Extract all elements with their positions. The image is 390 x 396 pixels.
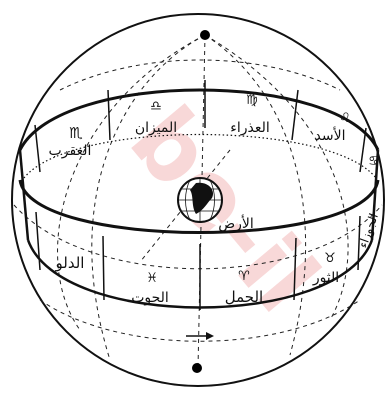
- sign-name-scorpio: العقرب: [49, 143, 92, 159]
- sign-symbol-leo: ♌: [339, 111, 351, 126]
- earth-globe: [178, 178, 222, 222]
- sign-symbol-virgo: ♍: [246, 93, 258, 108]
- direction-arrow: [186, 332, 214, 340]
- sign-symbol-pisces: ♓: [146, 271, 158, 286]
- sign-name-virgo: العذراء: [230, 120, 270, 136]
- sign-name-aries: الحمل: [225, 288, 263, 306]
- sign-name-aquarius: الدلو: [55, 254, 85, 272]
- upper-parallel: [60, 60, 340, 90]
- sign-symbol-taurus: ♉: [324, 251, 336, 266]
- earth-label: الأرض: [218, 214, 254, 232]
- sign-symbol-scorpio: ♏: [69, 124, 83, 142]
- sign-symbol-libra: ♎: [150, 99, 162, 114]
- sign-name-pisces: الحوت: [131, 290, 169, 306]
- sign-symbol-aries: ♈: [238, 269, 250, 284]
- sign-name-leo: الأسد: [315, 126, 346, 144]
- north-pole-point: [200, 30, 210, 40]
- sign-symbol-cancer: ♋: [368, 154, 380, 169]
- sign-name-taurus: الثور: [312, 270, 339, 286]
- south-pole-point: [192, 363, 202, 373]
- sign-name-libra: الميزان: [135, 120, 177, 136]
